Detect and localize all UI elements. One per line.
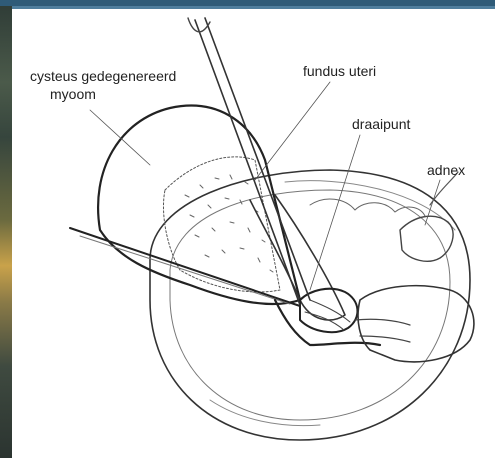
leader-fundus: [255, 82, 330, 180]
label-fundus-uteri: fundus uteri: [303, 63, 376, 79]
label-draaipunt: draaipunt: [352, 116, 410, 132]
instrument-rod: [195, 18, 310, 305]
dish-outline: [150, 170, 470, 440]
dish-inner-rim-2: [285, 181, 455, 230]
label-myoom-line2: myoom: [50, 86, 96, 102]
hand: [358, 286, 474, 362]
leader-myoom: [90, 110, 150, 165]
bowel-loops: [310, 199, 425, 216]
label-adnex: adnex: [427, 162, 465, 178]
lower-contour: [275, 300, 380, 345]
finger-2: [360, 336, 410, 342]
label-myoom-line1: cysteus gedegenereerd: [30, 68, 176, 84]
needle: [70, 228, 300, 306]
needle-shadow: [80, 236, 290, 304]
dish-inner-rim: [170, 190, 450, 420]
finger-1: [355, 319, 410, 325]
leader-draaipunt: [310, 135, 360, 290]
lower-field: [210, 400, 320, 426]
